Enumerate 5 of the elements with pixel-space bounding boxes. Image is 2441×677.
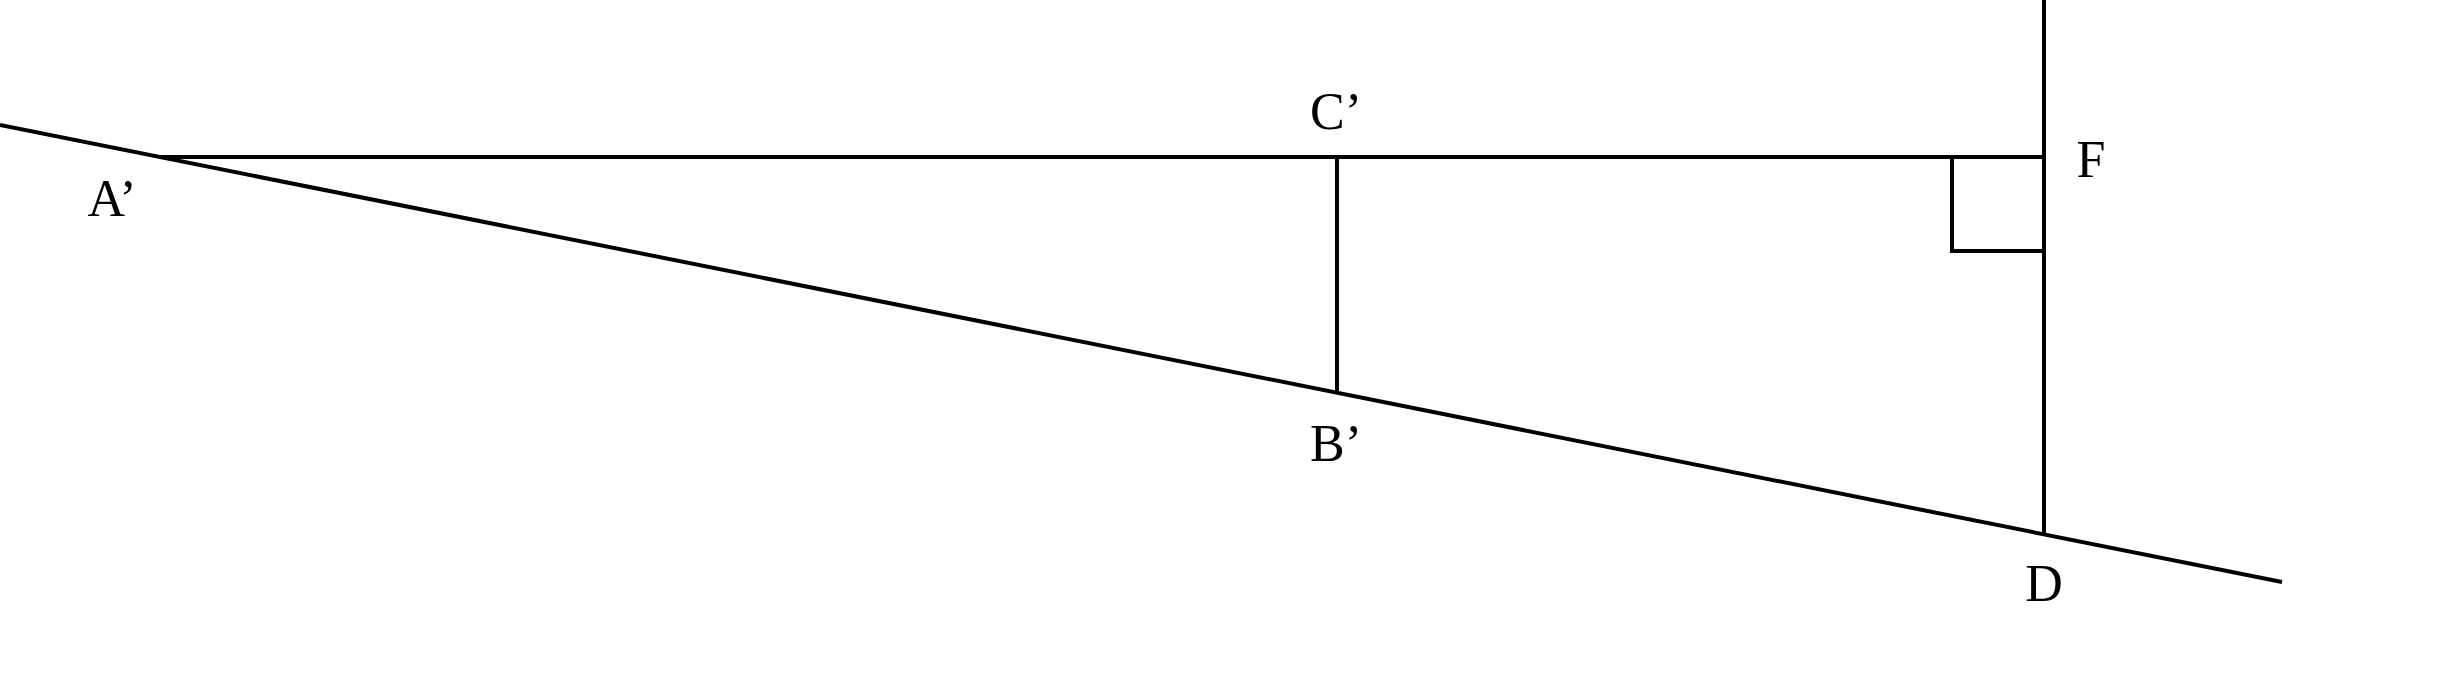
point-label: C’ [1310, 86, 1362, 138]
point-label: B’ [1310, 418, 1362, 470]
point-label: A’ [87, 173, 137, 225]
point-label: F [2076, 134, 2106, 186]
point-label: D [2025, 558, 2063, 610]
